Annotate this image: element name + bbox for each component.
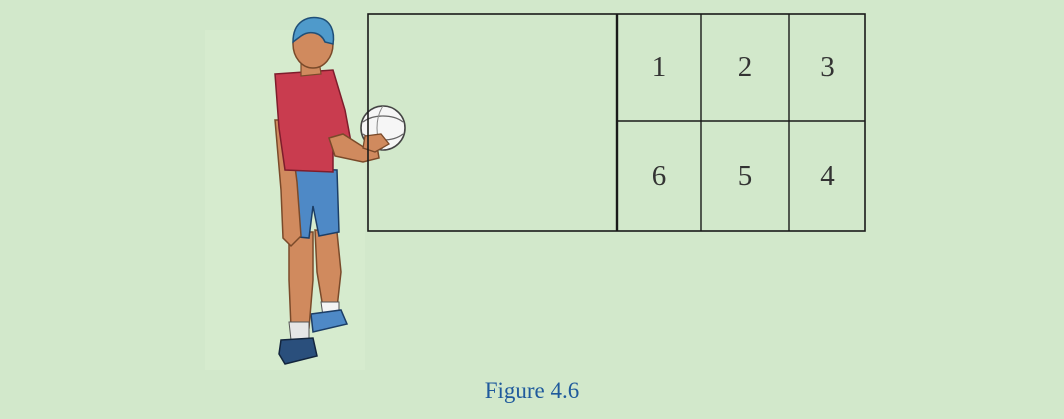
court-position-5: 5 — [701, 121, 789, 232]
court-position-4: 4 — [789, 121, 866, 232]
court-position-2: 2 — [701, 14, 789, 121]
court-position-6: 6 — [617, 121, 701, 232]
court-position-3: 3 — [789, 14, 866, 121]
figure-caption: Figure 4.6 — [0, 376, 1064, 406]
court-position-1: 1 — [617, 14, 701, 121]
